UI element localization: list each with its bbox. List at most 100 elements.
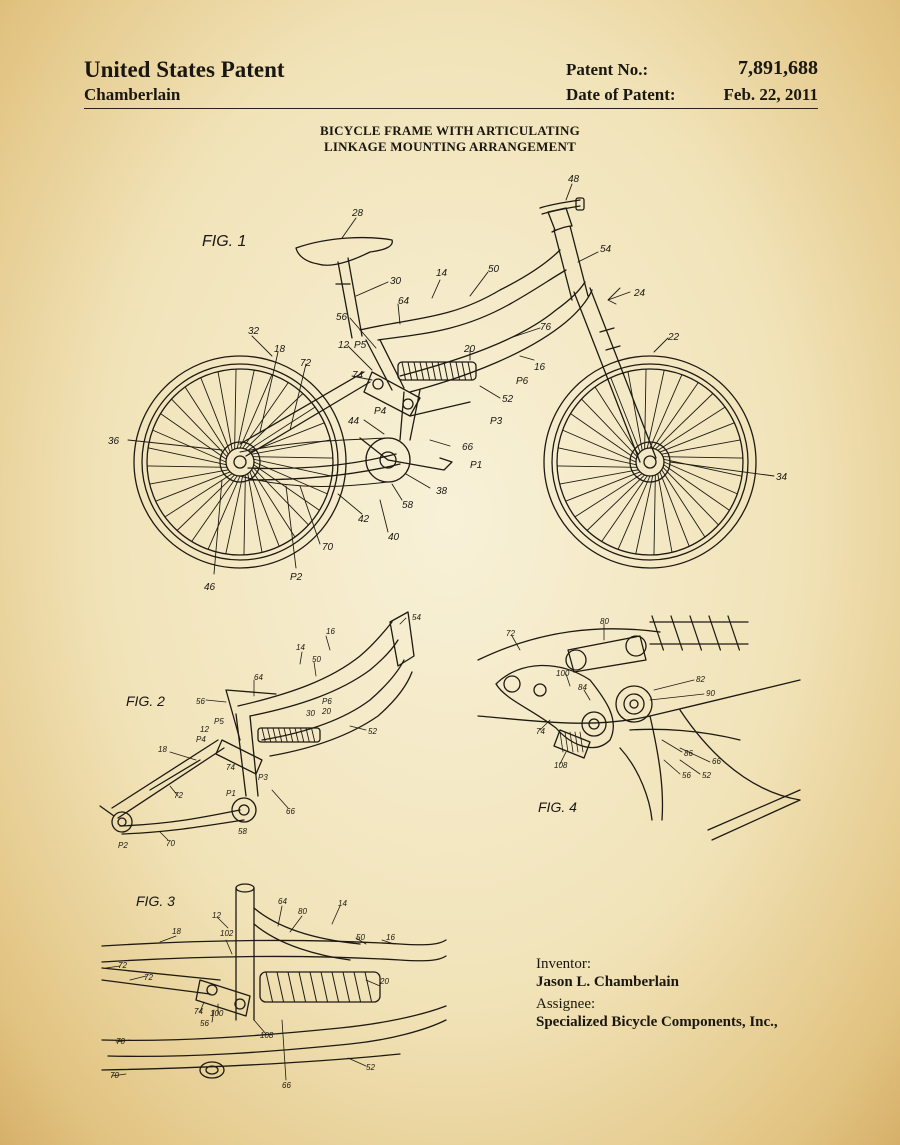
ref-42: 42: [358, 514, 370, 525]
fig3-ref-50: 50: [356, 933, 365, 942]
fig2-ref-18: 18: [158, 745, 167, 754]
document-title-line-1: BICYCLE FRAME WITH ARTICULATING: [320, 123, 580, 138]
figure-3-detail-drawing: [101, 883, 447, 1081]
fig4-ref-74: 74: [536, 727, 545, 736]
fig3-ref-64: 64: [278, 897, 287, 906]
fig3-ref-16: 16: [386, 933, 395, 942]
fig4-ref-82: 82: [696, 675, 705, 684]
figure-2-frame-drawing: [99, 611, 415, 841]
ref-38: 38: [436, 486, 448, 497]
fig4-ref-100: 100: [556, 669, 570, 678]
fig2-ref-72: 72: [174, 791, 183, 800]
fig3-ref-80: 80: [298, 907, 307, 916]
fig3-ref-72b: 72: [144, 973, 153, 982]
fig3-ref-74: 74: [194, 1007, 203, 1016]
ref-66: 66: [462, 442, 474, 453]
fig4-ref-80: 80: [600, 617, 609, 626]
fig2-label: FIG. 2: [126, 693, 165, 709]
patent-office-title: United States Patent: [84, 57, 285, 82]
fig2-ref-54: 54: [412, 613, 421, 622]
figure-3-labels: FIG. 3 14 12 64 80 18 102 50 16 72 72 20…: [110, 893, 395, 1090]
fig2-ref-30: 30: [306, 709, 315, 718]
fig3-ref-14: 14: [338, 899, 347, 908]
ref-24: 24: [633, 288, 646, 299]
ref-70: 70: [322, 542, 334, 553]
fig3-ref-18: 18: [172, 927, 181, 936]
fig3-ref-70a: 70: [116, 1037, 125, 1046]
ref-p6: P6: [516, 376, 529, 387]
figure-1-bicycle-drawing: [127, 183, 775, 575]
figure-4-labels: FIG. 4 72 80 100 84 82 90 74 86 66 108 5…: [506, 617, 721, 815]
figure-1-labels: FIG. 1 48 28 54 24 14 50 30 64 22 32 56 …: [108, 174, 788, 593]
patent-header-right: Patent No.: 7,891,688 Date of Patent: Fe…: [566, 57, 818, 110]
fig2-ref-70: 70: [166, 839, 175, 848]
fig2-ref-20: 20: [321, 707, 331, 716]
ref-16: 16: [534, 362, 546, 373]
ref-44: 44: [348, 416, 360, 427]
ref-12: 12: [338, 340, 350, 351]
ref-36: 36: [108, 436, 120, 447]
fig2-ref-50: 50: [312, 655, 321, 664]
ref-18: 18: [274, 344, 286, 355]
header-divider: [84, 108, 818, 109]
fig3-ref-100: 100: [210, 1009, 224, 1018]
ref-74: 74: [352, 370, 364, 381]
document-title: BICYCLE FRAME WITH ARTICULATING LINKAGE …: [0, 123, 900, 155]
ref-54: 54: [600, 244, 612, 255]
patent-header-left: United States Patent Chamberlain: [84, 56, 285, 106]
fig3-label: FIG. 3: [136, 893, 175, 909]
fig2-ref-p4: P4: [196, 735, 206, 744]
fig2-ref-p3: P3: [258, 773, 268, 782]
fig3-ref-72a: 72: [118, 961, 127, 970]
fig3-ref-70b: 70: [110, 1071, 119, 1080]
fig4-ref-84: 84: [578, 683, 587, 692]
fig3-ref-52: 52: [366, 1063, 375, 1072]
fig3-ref-66: 66: [282, 1081, 291, 1090]
ref-52: 52: [502, 394, 514, 405]
fig3-ref-20: 20: [379, 977, 389, 986]
ref-32: 32: [248, 326, 260, 337]
fig2-ref-14: 14: [296, 643, 305, 652]
inventor-label: Inventor:: [536, 956, 591, 972]
fig2-ref-66: 66: [286, 807, 295, 816]
patent-number-label: Patent No.:: [566, 60, 649, 79]
fig4-ref-90: 90: [706, 689, 715, 698]
fig4-ref-86: 86: [684, 749, 693, 758]
ref-p4: P4: [374, 406, 387, 417]
ref-30: 30: [390, 276, 402, 287]
ref-p3: P3: [490, 416, 503, 427]
ref-p5: P5: [354, 340, 367, 351]
ref-20: 20: [463, 344, 476, 355]
ref-p1: P1: [470, 460, 482, 471]
fig2-ref-16: 16: [326, 627, 335, 636]
patent-number: 7,891,688: [738, 57, 818, 79]
inventor-surname: Chamberlain: [84, 85, 181, 104]
inventor-name: Jason L. Chamberlain: [536, 974, 679, 990]
ref-46: 46: [204, 582, 216, 593]
assignee-name: Specialized Bicycle Components, Inc.,: [536, 1014, 778, 1030]
fig2-ref-52: 52: [368, 727, 377, 736]
ref-76: 76: [540, 322, 552, 333]
patent-date-row: Date of Patent: Feb. 22, 2011: [566, 85, 818, 110]
fig4-label: FIG. 4: [538, 799, 577, 815]
fig2-ref-p6: P6: [322, 697, 332, 706]
ref-58: 58: [402, 500, 414, 511]
fig1-label: FIG. 1: [202, 233, 246, 250]
patent-date-label: Date of Patent:: [566, 85, 676, 104]
fig3-ref-56: 56: [200, 1019, 209, 1028]
fig4-ref-72: 72: [506, 629, 515, 638]
patent-number-row: Patent No.: 7,891,688: [566, 57, 818, 85]
fig3-ref-12: 12: [212, 911, 221, 920]
fig2-ref-12: 12: [200, 725, 209, 734]
ref-p2: P2: [290, 572, 303, 583]
fig3-ref-102: 102: [220, 929, 234, 938]
fig2-ref-64: 64: [254, 673, 263, 682]
ref-28: 28: [351, 208, 364, 219]
fig2-ref-58: 58: [238, 827, 247, 836]
patent-date: Feb. 22, 2011: [723, 85, 818, 104]
patent-credits: Inventor: Jason L. Chamberlain Assignee:…: [536, 955, 778, 1035]
figure-4-pivot-drawing: [477, 615, 801, 841]
ref-40: 40: [388, 532, 400, 543]
ref-48: 48: [568, 174, 580, 185]
fig2-ref-p5: P5: [214, 717, 224, 726]
